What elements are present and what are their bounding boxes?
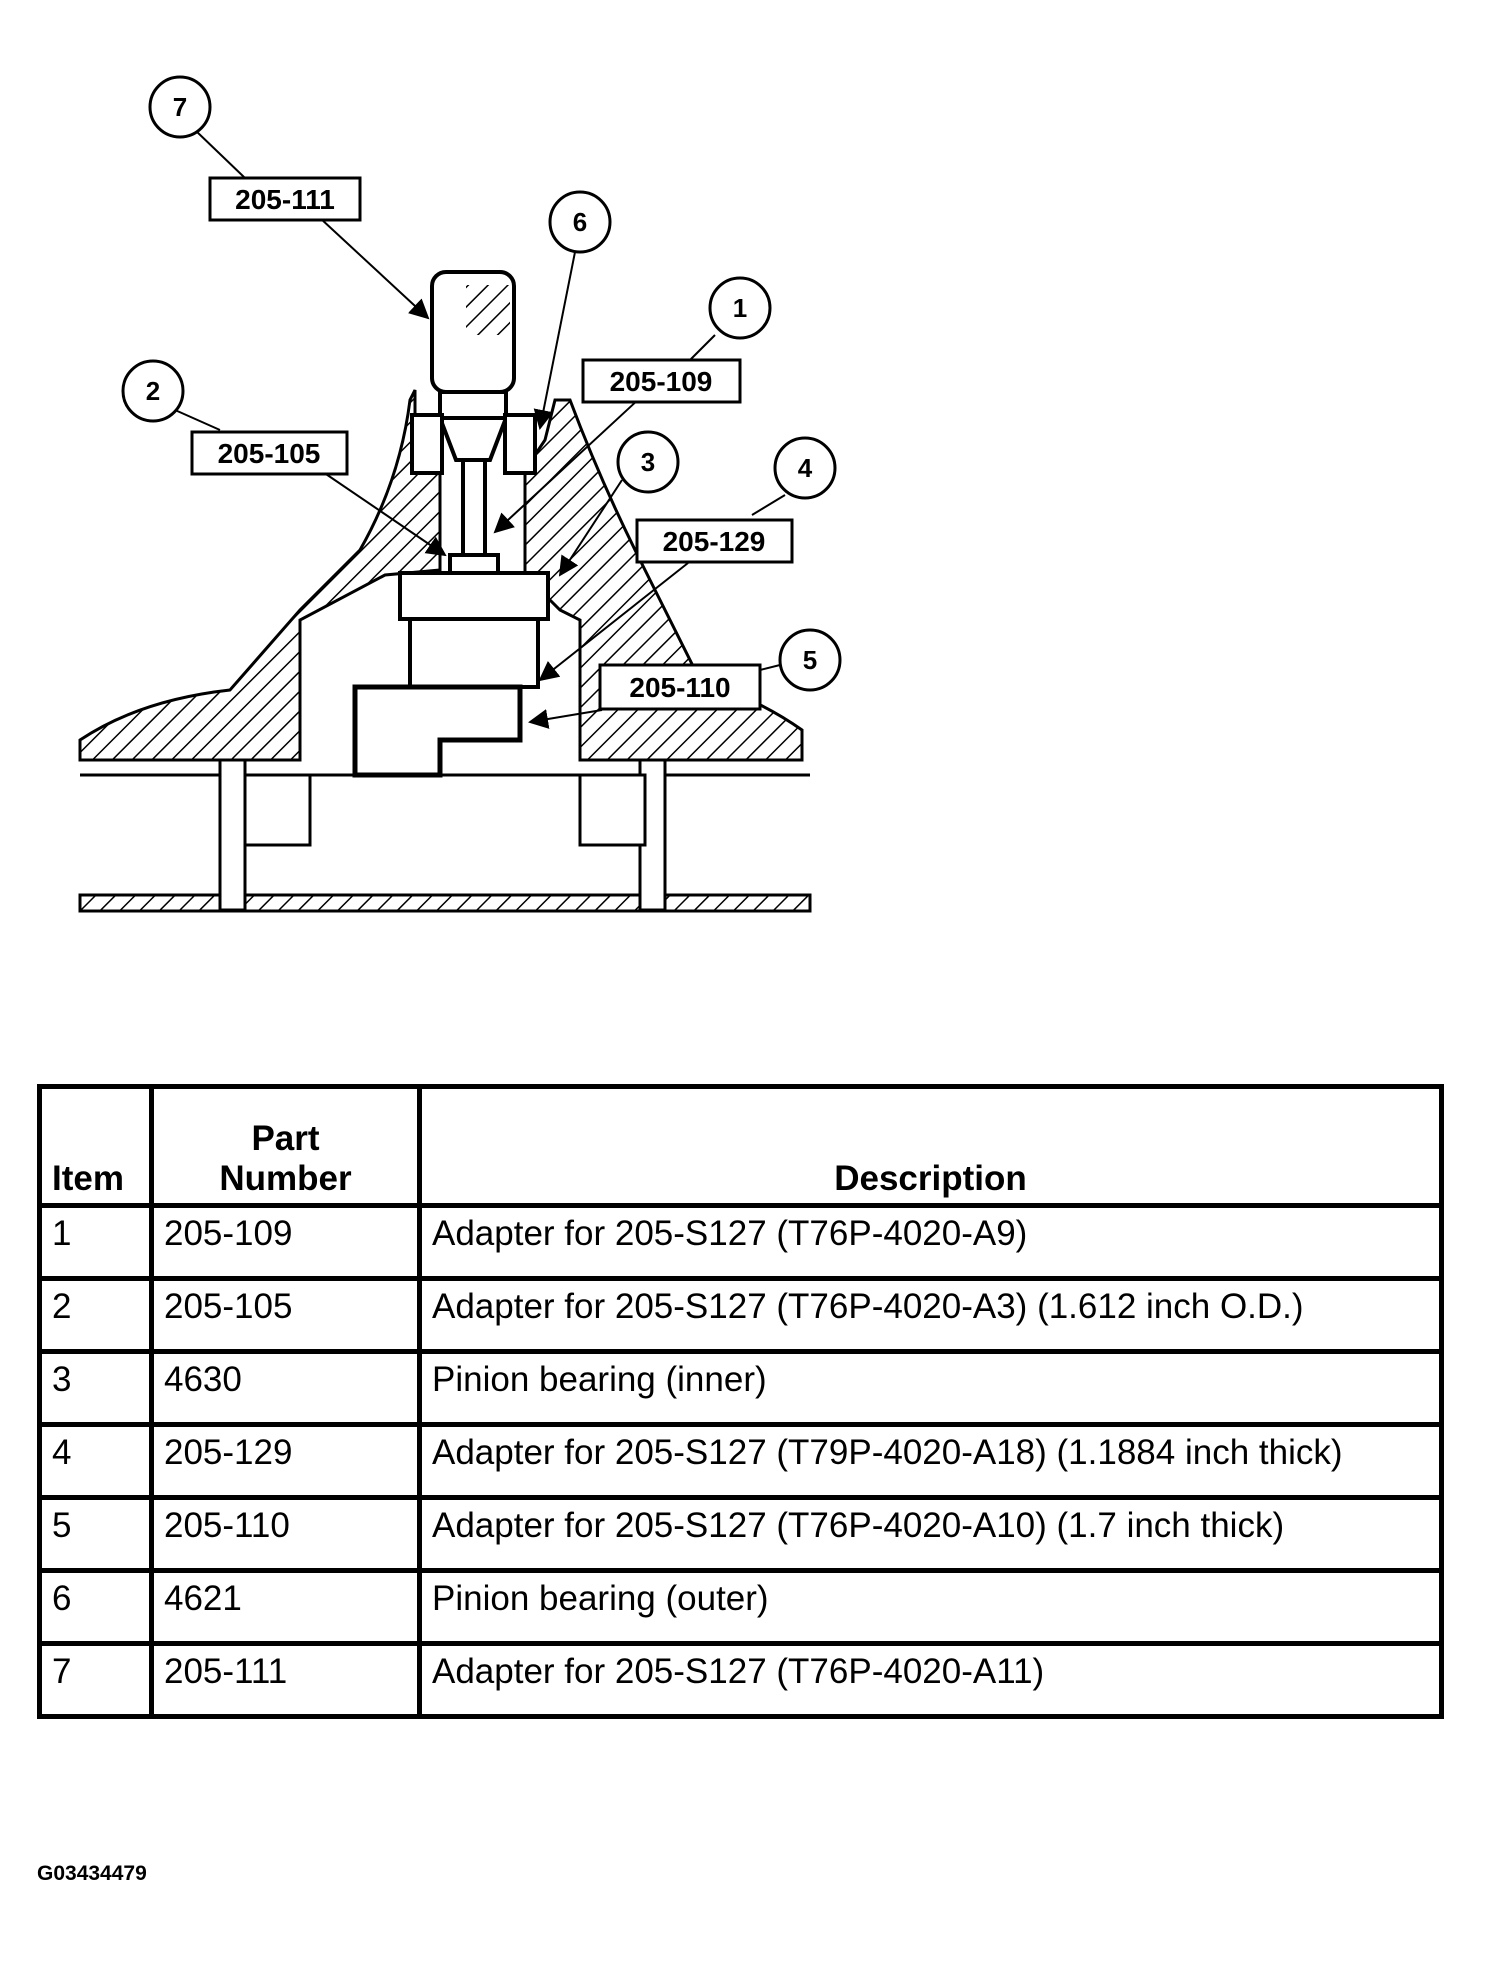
cell-part: 205-110 (149, 1495, 422, 1573)
header-part-number: Part Number (149, 1084, 422, 1208)
label-205-109: 205-109 (581, 358, 742, 404)
table-row: 1 205-109 Adapter for 205-S127 (T76P-402… (37, 1203, 1444, 1281)
cell-part: 4621 (149, 1568, 422, 1646)
callout-5: 5 (778, 628, 842, 692)
svg-text:205-110: 205-110 (629, 672, 730, 703)
label-205-111: 205-111 (208, 176, 362, 222)
table-row: 5 205-110 Adapter for 205-S127 (T76P-402… (37, 1495, 1444, 1573)
svg-text:205-109: 205-109 (610, 366, 713, 397)
svg-text:2: 2 (146, 376, 160, 406)
svg-text:4: 4 (798, 453, 813, 483)
cell-description: Pinion bearing (outer) (417, 1568, 1444, 1646)
svg-text:205-129: 205-129 (663, 526, 766, 557)
adapter-205-109 (448, 553, 500, 575)
cell-description: Adapter for 205-S127 (T79P-4020-A18) (1.… (417, 1422, 1444, 1500)
callout-3: 3 (616, 430, 680, 494)
leader-lines (174, 129, 786, 729)
callout-4: 4 (773, 436, 837, 500)
cell-item: 3 (37, 1349, 154, 1427)
inner-bearing (398, 571, 550, 621)
table-row: 4 205-129 Adapter for 205-S127 (T79P-402… (37, 1422, 1444, 1500)
svg-text:205-105: 205-105 (218, 438, 321, 469)
parts-table: Item Part Number Description 1 205-109 A… (37, 1084, 1444, 1719)
table-header-row: Item Part Number Description (37, 1084, 1444, 1208)
knurl-pattern (466, 285, 510, 335)
label-205-110: 205-110 (598, 663, 762, 711)
outer-bearing (410, 413, 444, 475)
adapter-205-129 (408, 617, 540, 689)
callout-1: 1 (708, 276, 772, 340)
pinion-bearing-tool-diagram: 7 6 1 2 3 4 5 205-111 205-109 205-105 20… (78, 75, 842, 913)
cell-part: 205-109 (149, 1203, 422, 1281)
table-row: 6 4621 Pinion bearing (outer) (37, 1568, 1444, 1646)
label-205-129: 205-129 (635, 518, 794, 564)
installer-tool-stack (352, 270, 550, 778)
figure-id: G03434479 (37, 1862, 147, 1885)
cell-part: 205-105 (149, 1276, 422, 1354)
cell-item: 2 (37, 1276, 154, 1354)
svg-text:205-111: 205-111 (235, 184, 335, 215)
cell-item: 4 (37, 1422, 154, 1500)
adapter-205-110 (352, 684, 523, 778)
cell-description: Adapter for 205-S127 (T76P-4020-A11) (417, 1641, 1444, 1719)
cell-part: 205-129 (149, 1422, 422, 1500)
cell-description: Adapter for 205-S127 (T76P-4020-A3) (1.6… (417, 1276, 1444, 1354)
table-row: 3 4630 Pinion bearing (inner) (37, 1349, 1444, 1427)
svg-text:7: 7 (173, 92, 187, 122)
cell-description: Adapter for 205-S127 (T76P-4020-A9) (417, 1203, 1444, 1281)
svg-text:6: 6 (573, 207, 587, 237)
label-205-105: 205-105 (190, 430, 349, 476)
callout-2: 2 (121, 359, 185, 423)
table-row: 7 205-111 Adapter for 205-S127 (T76P-402… (37, 1641, 1444, 1719)
header-item: Item (37, 1084, 154, 1208)
table-row: 2 205-105 Adapter for 205-S127 (T76P-402… (37, 1276, 1444, 1354)
header-part-line1: Part (251, 1119, 320, 1158)
svg-text:5: 5 (803, 645, 817, 675)
svg-text:3: 3 (641, 447, 655, 477)
cell-item: 7 (37, 1641, 154, 1719)
cell-item: 5 (37, 1495, 154, 1573)
header-part-line2: Number (219, 1159, 352, 1198)
cell-item: 6 (37, 1568, 154, 1646)
svg-text:1: 1 (733, 293, 747, 323)
callout-7: 7 (148, 75, 212, 139)
cell-item: 1 (37, 1203, 154, 1281)
cell-description: Adapter for 205-S127 (T76P-4020-A10) (1.… (417, 1495, 1444, 1573)
differential-housing (78, 389, 812, 913)
callout-6: 6 (548, 190, 612, 254)
cell-part: 205-111 (149, 1641, 422, 1719)
header-description: Description (417, 1084, 1444, 1208)
cell-description: Pinion bearing (inner) (417, 1349, 1444, 1427)
cell-part: 4630 (149, 1349, 422, 1427)
